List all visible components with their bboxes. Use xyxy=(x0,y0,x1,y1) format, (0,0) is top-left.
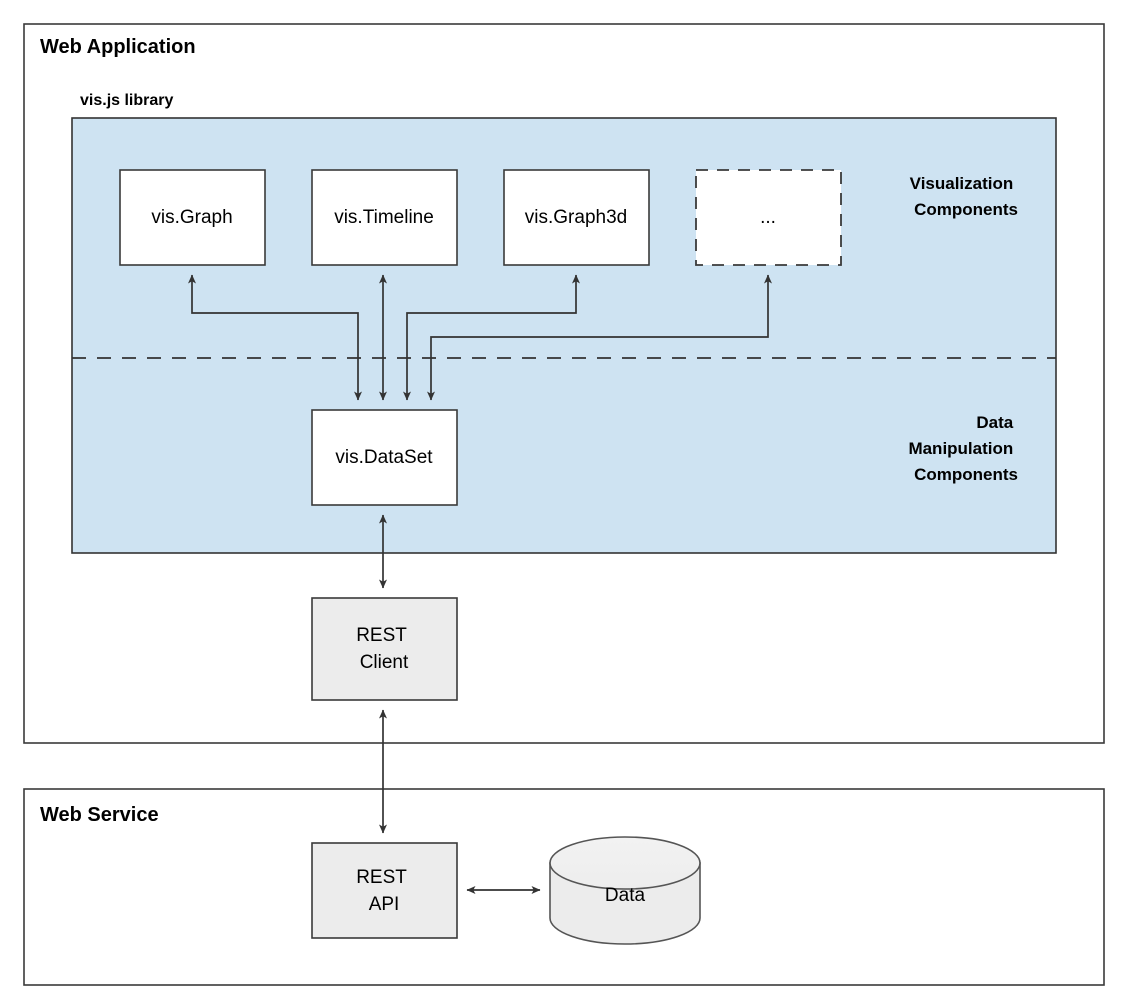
more-components-label: ... xyxy=(760,207,776,228)
vis-dataset-box[interactable] xyxy=(311,409,458,506)
visualization-zone-line-1: Visualization xyxy=(910,174,1014,193)
vis-graph3d-box[interactable] xyxy=(503,169,650,266)
web-application-title: Web Application xyxy=(40,36,196,58)
vis-timeline-box[interactable] xyxy=(311,169,458,266)
vis-graph-label: vis.Graph xyxy=(151,207,232,228)
visjs-library-title: vis.js library xyxy=(80,92,173,109)
rest-client-line-1: REST xyxy=(356,625,407,646)
connector-graph-dataset xyxy=(188,274,362,401)
rest-client-box[interactable] xyxy=(311,597,458,701)
data-zone-line-1: Data xyxy=(976,413,1013,432)
rest-api-label: REST API xyxy=(356,867,412,915)
rest-api-line-2: API xyxy=(369,894,400,915)
vis-dataset-label: vis.DataSet xyxy=(335,447,433,468)
data-zone-line-2: Manipulation xyxy=(908,439,1013,458)
visualization-zone-label: Visualization Components xyxy=(910,174,1018,219)
data-store-cylinder[interactable] xyxy=(549,836,701,945)
web-service-title: Web Service xyxy=(40,804,159,826)
more-components-box[interactable] xyxy=(695,169,842,266)
rest-client-line-2: Client xyxy=(360,652,409,673)
vis-timeline-label: vis.Timeline xyxy=(334,207,434,228)
visualization-zone-line-2: Components xyxy=(914,200,1018,219)
vis-graph3d-label: vis.Graph3d xyxy=(525,207,627,228)
connector-more-dataset xyxy=(427,274,772,401)
rest-api-box[interactable] xyxy=(311,842,458,939)
vis-graph-box[interactable] xyxy=(119,169,266,266)
rest-client-label: REST Client xyxy=(356,625,412,673)
rest-api-line-1: REST xyxy=(356,867,407,888)
data-zone-line-3: Components xyxy=(914,465,1018,484)
data-store-label: Data xyxy=(605,885,646,906)
data-zone-label: Data Manipulation Components xyxy=(908,413,1018,484)
